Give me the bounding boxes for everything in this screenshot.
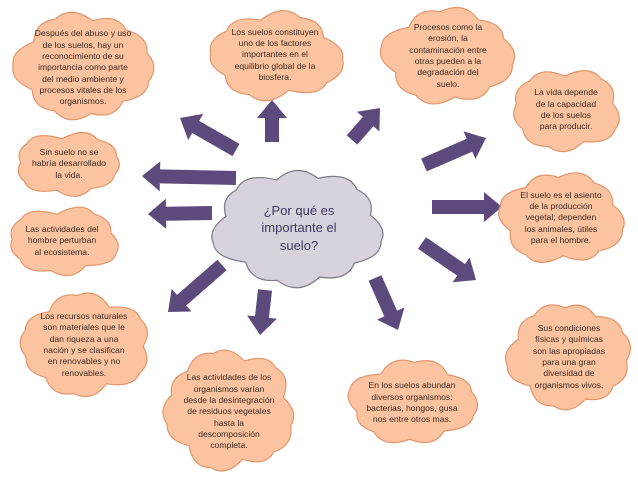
bubble-vida-depende-text: La vida depende de la capacidad de los s… — [534, 87, 598, 132]
bubble-actividades-organismos — [162, 349, 295, 472]
bubble-vida-depende — [513, 70, 620, 153]
bubble-actividades-hombre — [10, 206, 119, 277]
arrow-to-asiento — [432, 192, 502, 222]
bubble-actividades-hombre-text: Las actividades del hombre perturban al … — [25, 223, 99, 257]
arrow-to-recursos — [168, 259, 227, 312]
arrow-to-vida-depende — [421, 131, 486, 172]
arrow-to-actividades-organismos — [247, 289, 277, 335]
bubble-sin-suelo-text: Sin suelo no se habría desarrollado la v… — [31, 146, 107, 180]
bubble-abuso-text: Después del abuso y uso de los suelos, h… — [34, 28, 132, 107]
arrow-to-condiciones — [418, 237, 476, 283]
bubble-asiento — [498, 172, 625, 263]
arrow-to-abuso — [180, 113, 240, 157]
bubble-actividades-organismos-text: Las actividades de los organismos varían… — [183, 372, 275, 451]
arrow-to-actividades-hombre — [148, 198, 213, 229]
bubble-recursos — [19, 292, 148, 398]
arrow-to-factores — [257, 100, 287, 142]
bubble-condiciones-text: Sus condiciones físicas y químicas son l… — [532, 322, 606, 390]
center-topic — [211, 169, 384, 289]
arrow-to-abundan — [368, 275, 405, 330]
bubble-sin-suelo — [17, 131, 120, 197]
bubble-abundan — [347, 359, 479, 444]
bubble-condiciones — [504, 304, 631, 411]
center-topic-text: ¿Por qué es importante el suelo? — [261, 202, 337, 253]
bubble-asiento-text: El suelo es el asiento de la producción … — [520, 189, 602, 246]
bubble-procesos-text: Procesos como la erosión, la contaminaci… — [409, 21, 487, 89]
bubble-factores — [209, 10, 344, 102]
bubble-procesos — [379, 6, 516, 105]
arrow-to-procesos — [346, 108, 380, 145]
bubble-abuso — [12, 11, 155, 121]
bubble-recursos-text: Los recursos naturales son materiales qu… — [40, 310, 128, 378]
bubble-abundan-text: En los suelos abundan diversos organismo… — [366, 380, 458, 425]
arrow-to-sin-suelo — [142, 161, 237, 192]
bubble-factores-text: Los suelos constituyen uno de los factor… — [231, 26, 319, 83]
